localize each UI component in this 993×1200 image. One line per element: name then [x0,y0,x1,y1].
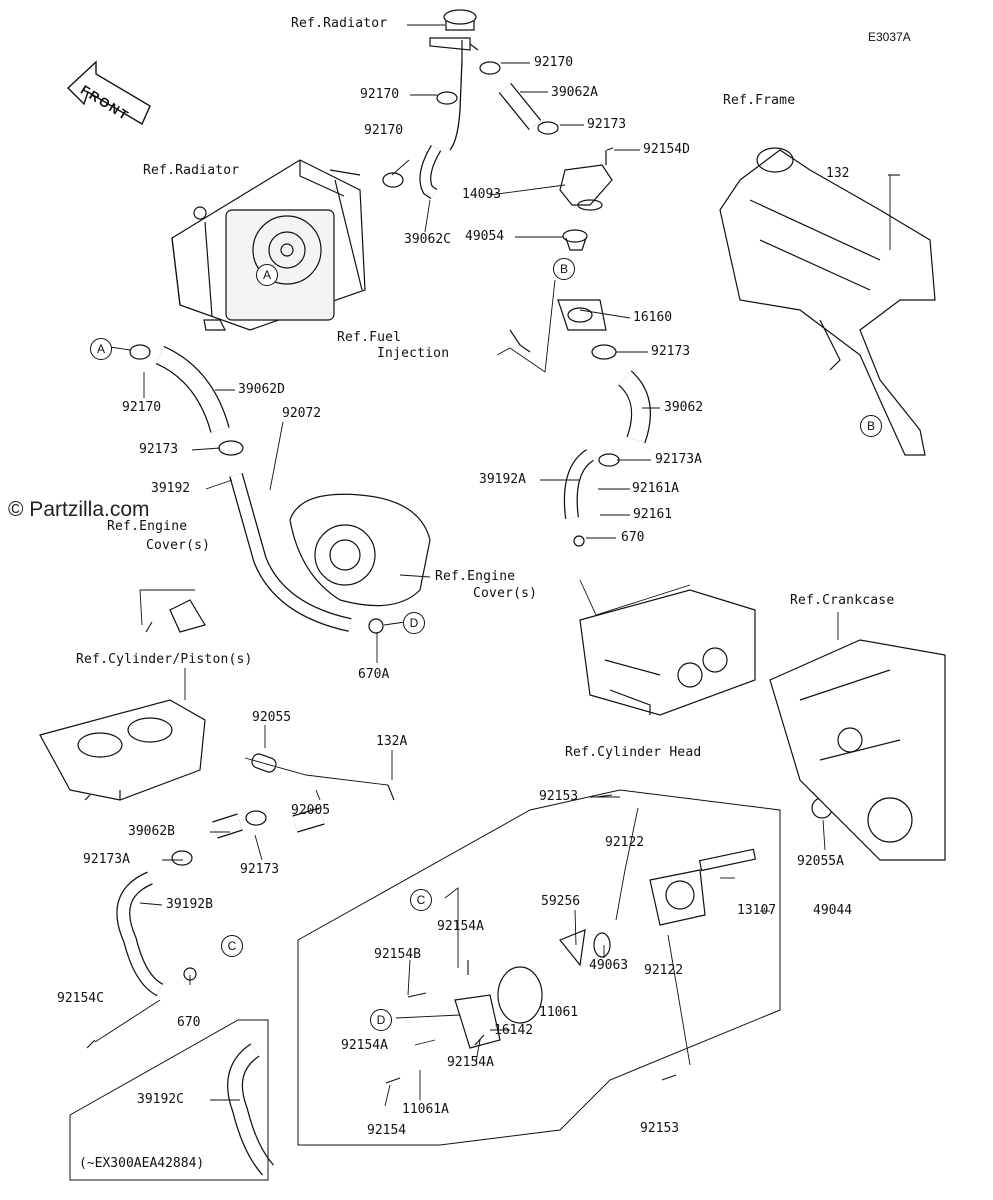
part-label: 92173 [139,442,179,457]
part-label: 132 [826,166,850,181]
part-label: 92154C [57,991,104,1006]
part-label: 92173 [651,344,691,359]
clamps [129,61,833,981]
part-label: 59256 [541,894,581,909]
part-label: 92173A [655,452,702,467]
part-label: 92170 [122,400,162,415]
ref-radiator-top: Ref.Radiator [291,16,388,31]
ref-cylinder-head: Ref.Cylinder Head [565,745,702,760]
ref-engine-cover-left-line1: Ref.Engine [107,519,188,534]
part-label: 92173A [83,852,130,867]
part-label: 13107 [737,903,777,918]
part-label: 92161A [632,481,679,496]
part-label: 670A [358,667,390,682]
part-label: 92170 [364,123,404,138]
part-label: 49063 [589,958,629,973]
part-label: 92173 [240,862,280,877]
part-label: 14093 [462,187,502,202]
callout-d-hose: D [403,612,425,634]
part-label: 92055A [797,854,844,869]
hoses [116,59,651,1176]
ref-cylinder-piston: Ref.Cylinder/Piston(s) [76,652,253,667]
part-label: 39192A [479,472,526,487]
engine-cover-illustration [169,493,431,633]
ref-engine-cover-left-line2: Cover(s) [146,538,211,553]
part-label: 92055 [252,710,292,725]
leader-lines [94,24,891,1107]
callout-c-hose: C [221,935,243,957]
part-label: 49054 [465,229,505,244]
part-label: 92153 [539,789,579,804]
part-label: 92154B [374,947,421,962]
callout-b-frame: B [860,415,882,437]
part-label: 670 [621,530,645,545]
bolts [86,147,900,1084]
part-label: 92122 [644,963,684,978]
variant-note: (~EX300AEA42884) [79,1156,205,1171]
callout-b-thermostat: B [553,258,575,280]
part-label: 92170 [360,87,400,102]
part-label: 39062A [551,85,598,100]
part-label: 92161 [633,507,673,522]
crankcase-illustration [769,639,946,861]
part-label: 39192 [151,481,191,496]
ref-radiator: Ref.Radiator [143,163,240,178]
part-label: 92154D [643,142,690,157]
part-label: 92154A [447,1055,494,1070]
part-label: 92122 [605,835,645,850]
diagram-code: E3037A [868,30,911,44]
part-label: 39192C [137,1092,184,1107]
part-label: 16142 [494,1023,534,1038]
callout-a-left: A [90,338,112,360]
part-label: 39062D [238,382,285,397]
front-arrow-icon [66,60,151,126]
part-label: 39062 [664,400,704,415]
part-label: 670 [177,1015,201,1030]
part-label: 92170 [534,55,574,70]
part-label: 39062C [404,232,451,247]
group-outlines [69,789,781,1181]
ref-frame: Ref.Frame [723,93,796,108]
radiator-cap-illustration [429,9,479,60]
water-pump-illustration [454,848,757,1049]
part-label: 92072 [282,406,322,421]
ref-fuel-injection-line1: Ref.Fuel [337,330,402,345]
part-label: 92154A [341,1038,388,1053]
callout-d-pump: D [370,1009,392,1031]
ref-engine-cover-right-line1: Ref.Engine [435,569,516,584]
watermark: © Partzilla.com [8,498,150,521]
frame-illustration [719,147,936,456]
part-label: 92154 [367,1123,407,1138]
callout-c-pump: C [410,889,432,911]
part-label: 132A [376,734,408,749]
cylinder-head-illustration [579,589,756,716]
part-label: 11061A [402,1102,449,1117]
cylinder-illustration [39,699,206,801]
radiator-illustration [171,159,366,331]
callout-a-radiator: A [256,264,278,286]
part-label: 92005 [291,803,331,818]
part-label: 49044 [813,903,853,918]
thermostat-housing-illustration [509,150,613,353]
part-label: 92173 [587,117,627,132]
part-label: 39062B [128,824,175,839]
part-label: 39192B [166,897,213,912]
part-label: 92154A [437,919,484,934]
ref-fuel-injection-line2: Injection [377,346,450,361]
part-label: 16160 [633,310,673,325]
part-label: 11061 [539,1005,579,1020]
ref-crankcase: Ref.Crankcase [790,593,895,608]
part-label: 92153 [640,1121,680,1136]
ref-engine-cover-right-line2: Cover(s) [473,586,538,601]
